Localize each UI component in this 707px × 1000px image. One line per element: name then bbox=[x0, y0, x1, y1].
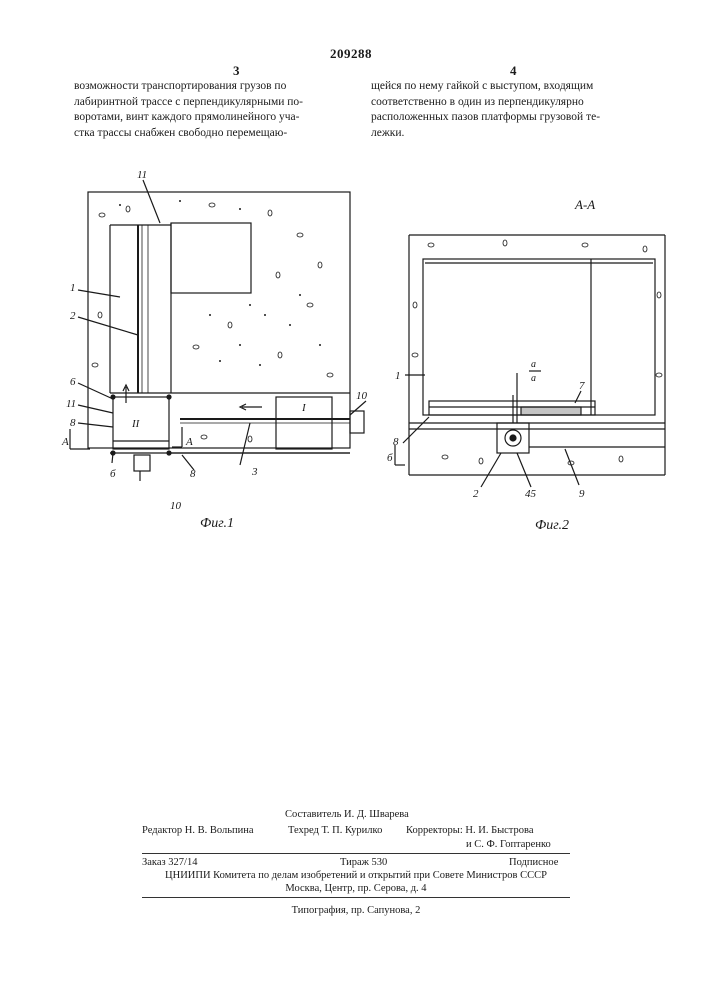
patent-number: 209288 bbox=[330, 46, 372, 62]
text-line: расположенных пазов платформы грузовой т… bbox=[371, 110, 654, 126]
label-2: 2 bbox=[473, 488, 479, 500]
text-line: стка трассы снабжен свободно перемещаю- bbox=[74, 126, 346, 142]
label-a-top: а bbox=[531, 359, 536, 370]
label-8: 8 bbox=[393, 436, 399, 448]
figure-1-drawing: 11 1 2 6 11 8 A A II I 10 10 3 б 8 Фиг.1 bbox=[50, 165, 370, 535]
label-a-bottom: а bbox=[531, 373, 536, 384]
circulation: Тираж 530 bbox=[340, 856, 387, 870]
label-10-bottom: 10 bbox=[170, 500, 182, 512]
compiler: Составитель И. Д. Шварева bbox=[285, 808, 409, 822]
section-title: А-А bbox=[574, 197, 595, 212]
figure-2: А-А 1 7 8 б 2 45 9 а а Фиг.2 bbox=[385, 195, 675, 545]
left-column-number: 3 bbox=[233, 63, 240, 79]
label-6-bottom: б bbox=[110, 468, 116, 480]
label-11: 11 bbox=[66, 398, 76, 410]
label-10-right: 10 bbox=[356, 390, 368, 402]
roman-i: I bbox=[301, 402, 307, 414]
figure-2-caption: Фиг.2 bbox=[535, 518, 569, 533]
text-line: щейся по нему гайкой с выступом, входящи… bbox=[371, 79, 654, 95]
right-column-number: 4 bbox=[510, 63, 517, 79]
text-line: возможности транспортирования грузов по bbox=[74, 79, 346, 95]
institute: ЦНИИПИ Комитета по делам изобретений и о… bbox=[142, 869, 570, 883]
slab-outline bbox=[88, 192, 350, 448]
correctors-1: Корректоры: Н. И. Быстрова bbox=[406, 824, 534, 838]
label-9: 9 bbox=[579, 488, 585, 500]
section-a-left: A bbox=[61, 436, 69, 448]
left-text-column: возможности транспортирования грузов по … bbox=[74, 79, 346, 141]
text-line: лежки. bbox=[371, 126, 654, 142]
label-7: 7 bbox=[579, 380, 585, 392]
text-line: лабиринтной трассе с перпендикулярными п… bbox=[74, 95, 346, 111]
label-6: 6 bbox=[70, 376, 76, 388]
label-45: 45 bbox=[525, 488, 537, 500]
techred: Техред Т. П. Курилко bbox=[288, 824, 382, 838]
roman-ii: II bbox=[131, 418, 141, 430]
right-text-column: щейся по нему гайкой с выступом, входящи… bbox=[371, 79, 654, 141]
editor: Редактор Н. В. Вольпина bbox=[142, 824, 254, 838]
label-6: б bbox=[387, 452, 393, 464]
figure-2-drawing: А-А 1 7 8 б 2 45 9 а а Фиг.2 bbox=[385, 195, 675, 545]
correctors-2: и С. Ф. Гоптаренко bbox=[466, 838, 551, 852]
figure-1: 11 1 2 6 11 8 A A II I 10 10 3 б 8 Фиг.1 bbox=[50, 165, 370, 535]
chamber bbox=[423, 259, 655, 415]
text-line: воротами, винт каждого прямолинейного уч… bbox=[74, 110, 346, 126]
subscription: Подписное bbox=[509, 856, 558, 870]
text-line: соответственно в один из перпендикулярно bbox=[371, 95, 654, 111]
label-11-top: 11 bbox=[137, 169, 147, 181]
address: Москва, Центр, пр. Серова, д. 4 bbox=[142, 882, 570, 896]
concrete-hatching bbox=[92, 203, 333, 442]
label-1: 1 bbox=[395, 370, 401, 382]
order: Заказ 327/14 bbox=[142, 856, 197, 870]
label-8-bottom: 8 bbox=[190, 468, 196, 480]
label-3: 3 bbox=[251, 466, 258, 478]
divider bbox=[142, 897, 570, 898]
label-1: 1 bbox=[70, 282, 76, 294]
divider bbox=[142, 853, 570, 854]
inner-room bbox=[171, 223, 251, 293]
concrete-hatching bbox=[412, 240, 662, 465]
figure-1-caption: Фиг.1 bbox=[200, 516, 234, 531]
label-8: 8 bbox=[70, 417, 76, 429]
printing-house: Типография, пр. Сапунова, 2 bbox=[142, 904, 570, 918]
label-2: 2 bbox=[70, 310, 76, 322]
section-a-right: A bbox=[185, 436, 193, 448]
